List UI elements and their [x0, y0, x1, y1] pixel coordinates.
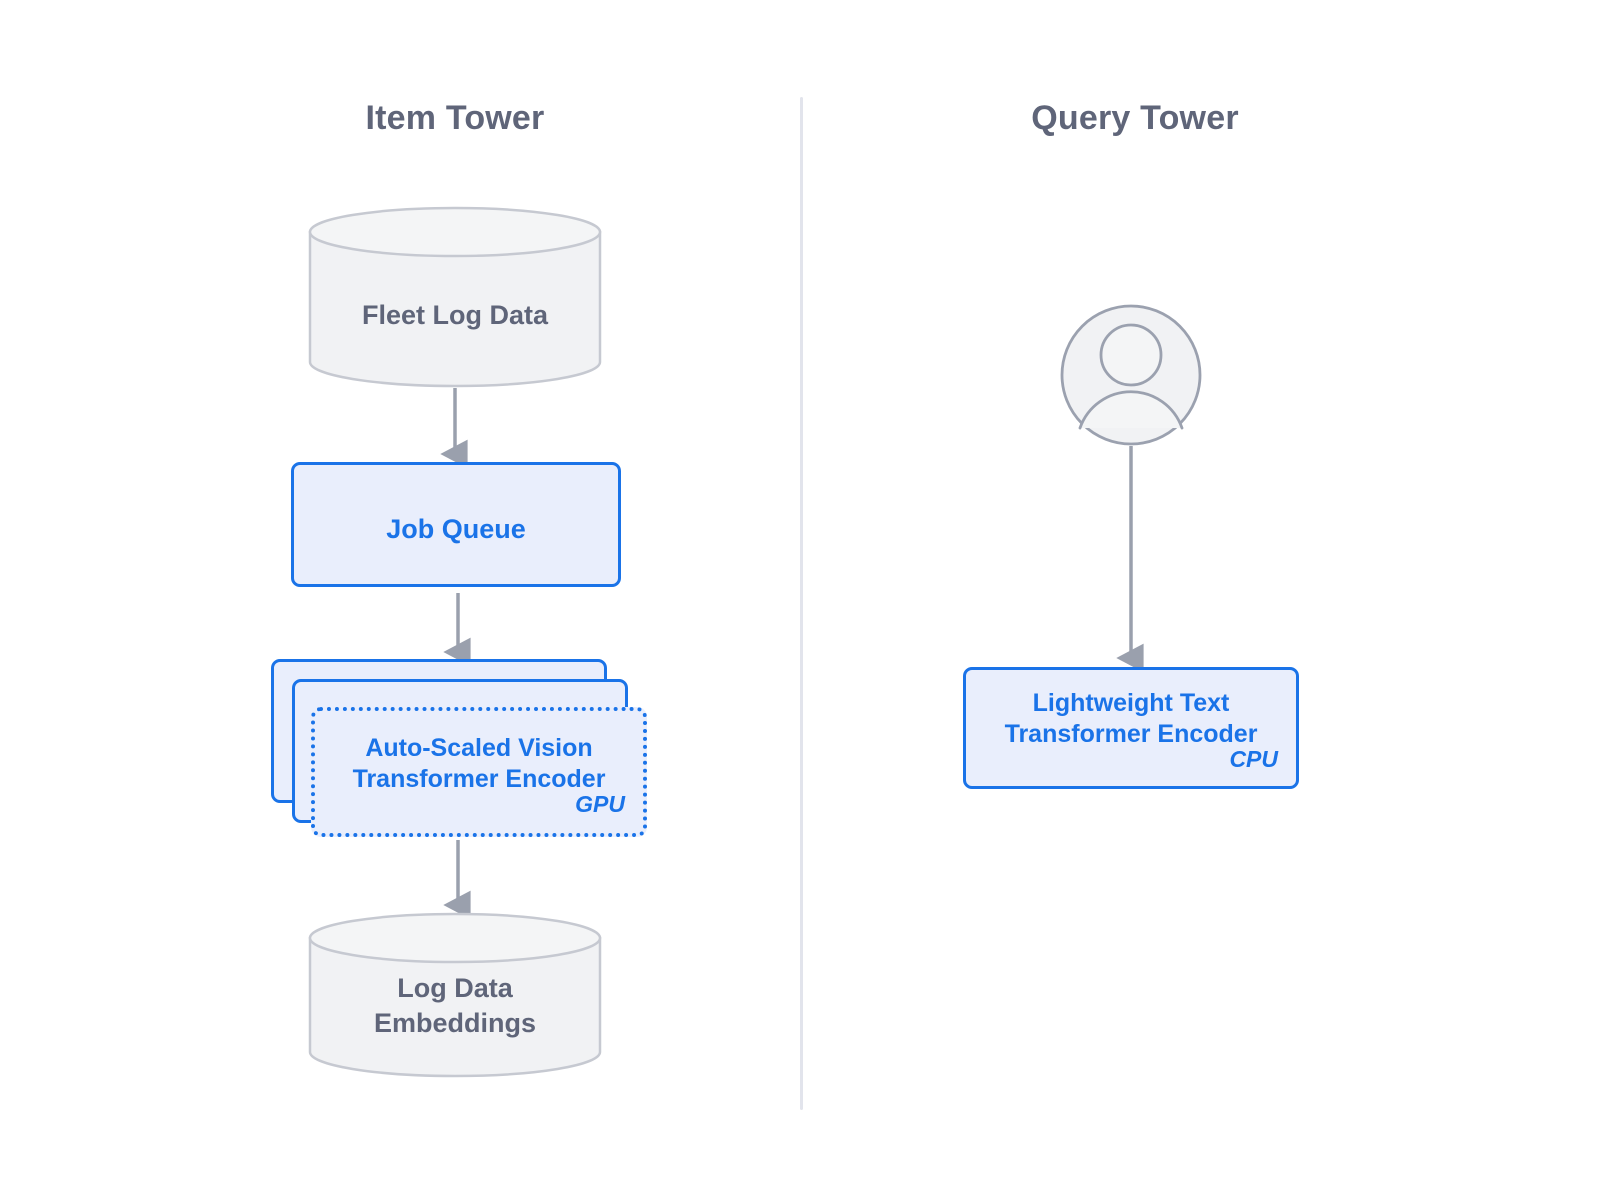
job-queue-node[interactable]: Job Queue [291, 462, 621, 587]
text-transformer-encoder-node[interactable]: Lightweight Text Transformer Encoder CPU [963, 667, 1299, 789]
vision-transformer-encoder-node[interactable]: Auto-Scaled Vision Transformer Encoder G… [311, 707, 647, 837]
vision-transformer-encoder-sublabel: GPU [575, 791, 625, 817]
tower-divider [800, 97, 803, 1110]
text-transformer-encoder-label: Lightweight Text Transformer Encoder [1004, 689, 1258, 749]
query-tower-title: Query Tower [1031, 99, 1239, 137]
fleet-log-data-label: Fleet Log Data [361, 300, 549, 330]
text-transformer-encoder-sublabel: CPU [1229, 746, 1278, 772]
fleet-log-data-cylinder [308, 206, 602, 388]
log-data-embeddings-cylinder [308, 912, 602, 1078]
job-queue-label: Job Queue [386, 514, 526, 544]
user-avatar-icon [1060, 304, 1202, 446]
item-tower-title: Item Tower [365, 99, 545, 137]
log-data-embeddings-label: Log Data Embeddings [373, 973, 536, 1039]
vision-transformer-encoder-label: Auto-Scaled Vision Transformer Encoder [352, 734, 606, 794]
